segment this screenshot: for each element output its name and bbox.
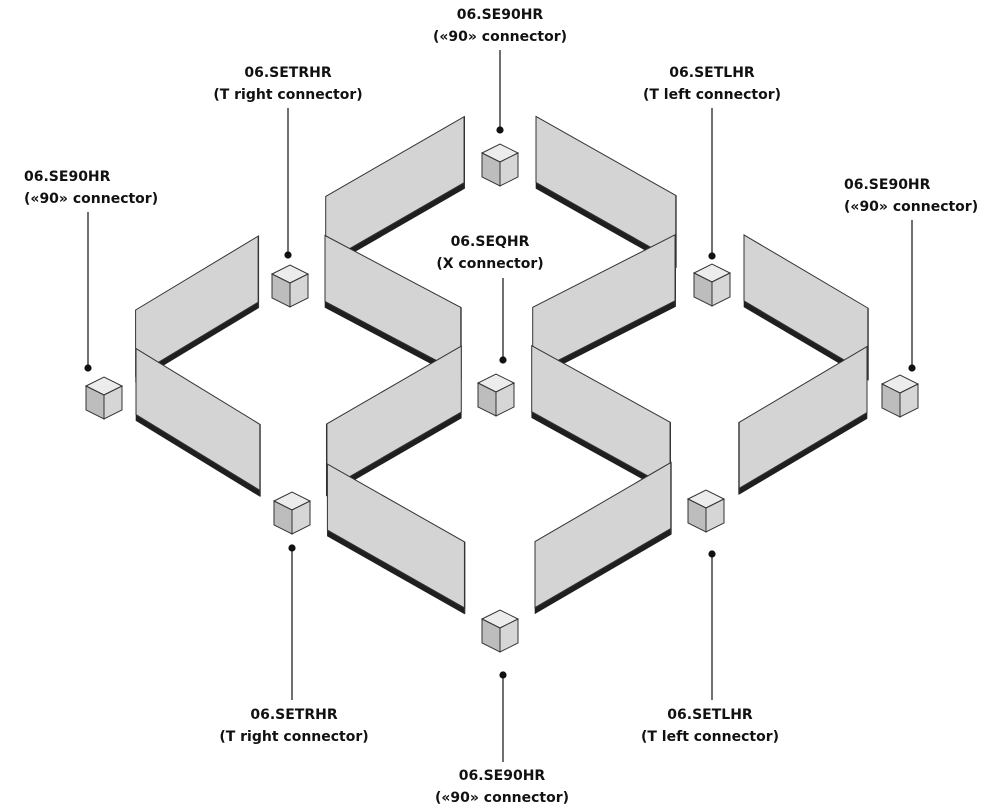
connector-front: [291, 500, 311, 535]
track-segment-12: [534, 461, 672, 615]
connector-front: [499, 618, 519, 653]
label-desc: («90» connector): [24, 191, 159, 207]
track-segment-7: [135, 347, 261, 497]
label-code: 06.SETRHR: [250, 707, 338, 723]
connectors: [84, 143, 920, 653]
diffuser-panel: [531, 344, 671, 490]
diffuser-panel: [534, 461, 672, 609]
label-desc: (T left connector): [642, 87, 782, 103]
label-bottom-left-t-right-connector: 06.SETRHR (T right connector): [219, 704, 368, 748]
diffuser-panel: [532, 233, 676, 375]
connector-l: [84, 376, 124, 420]
track-segment-10: [738, 345, 868, 495]
label-code: 06.SE90HR: [24, 169, 111, 185]
label-desc: («90» connector): [844, 199, 979, 215]
label-desc: (T right connector): [213, 87, 363, 103]
track-segment-9: [531, 344, 671, 495]
leader-dot: [288, 544, 296, 552]
label-code: 06.SETLHR: [669, 65, 755, 81]
label-desc: (T left connector): [640, 729, 780, 745]
diffuser-panel: [738, 345, 868, 490]
diffuser-panel: [135, 235, 259, 377]
connector-r: [880, 374, 920, 418]
label-code: 06.SETLHR: [667, 707, 753, 723]
connector-t: [480, 143, 520, 187]
diffuser-panel: [135, 347, 261, 492]
label-desc: («90» connector): [432, 29, 568, 45]
track-segment-1: [325, 115, 465, 269]
leader-dot: [908, 364, 916, 372]
label-bottom-right-t-left-connector: 06.SETLHR (T left connector): [641, 704, 779, 748]
track-segment-11: [326, 463, 466, 615]
diffuser-panel: [743, 234, 869, 375]
connector-front: [103, 385, 123, 420]
connector-tl: [270, 264, 310, 308]
diffuser-panel: [326, 463, 466, 609]
label-code: 06.SE90HR: [456, 7, 544, 23]
label-top-90-connector: 06.SE90HR («90» connector): [433, 4, 567, 48]
label-bottom-90-connector: 06.SE90HR («90» connector): [435, 765, 569, 808]
leader-dot: [499, 356, 507, 364]
label-desc: (X connector): [436, 256, 544, 272]
connector-br: [686, 489, 726, 533]
connector-front: [705, 498, 725, 533]
connector-tr: [692, 263, 732, 307]
leader-dot: [284, 251, 292, 259]
connector-front: [711, 272, 731, 307]
label-center-x-connector: 06.SEQHR (X connector): [436, 231, 543, 275]
connector-front: [289, 273, 309, 308]
label-left-90-connector: 06.SE90HR («90» connector): [24, 166, 158, 210]
label-code: 06.SETRHR: [244, 65, 332, 81]
label-desc: («90» connector): [434, 790, 570, 806]
leader-dot: [496, 126, 504, 134]
leader-dot: [708, 550, 716, 558]
diffuser-panel: [326, 345, 462, 491]
leader-dot: [499, 671, 507, 679]
connector-bl: [272, 491, 312, 535]
leader-dot: [84, 364, 92, 372]
connector-front: [495, 382, 515, 417]
track-panels: [135, 115, 869, 615]
label-right-90-connector: 06.SE90HR («90» connector): [844, 174, 978, 218]
label-top-left-t-right-connector: 06.SETRHR (T right connector): [213, 62, 362, 106]
connector-b: [480, 609, 520, 653]
label-code: 06.SEQHR: [450, 234, 530, 250]
label-code: 06.SE90HR: [844, 177, 931, 193]
connector-c: [476, 373, 516, 417]
label-code: 06.SE90HR: [458, 768, 546, 784]
connector-front: [899, 383, 919, 418]
track-segment-8: [325, 345, 462, 497]
diffuser-panel: [535, 115, 677, 263]
leader-dot: [708, 252, 716, 260]
label-top-right-t-left-connector: 06.SETLHR (T left connector): [643, 62, 781, 106]
track-segment-6: [743, 234, 869, 381]
leader-lines: [84, 50, 916, 762]
connector-front: [499, 152, 519, 187]
label-desc: (T right connector): [219, 729, 369, 745]
